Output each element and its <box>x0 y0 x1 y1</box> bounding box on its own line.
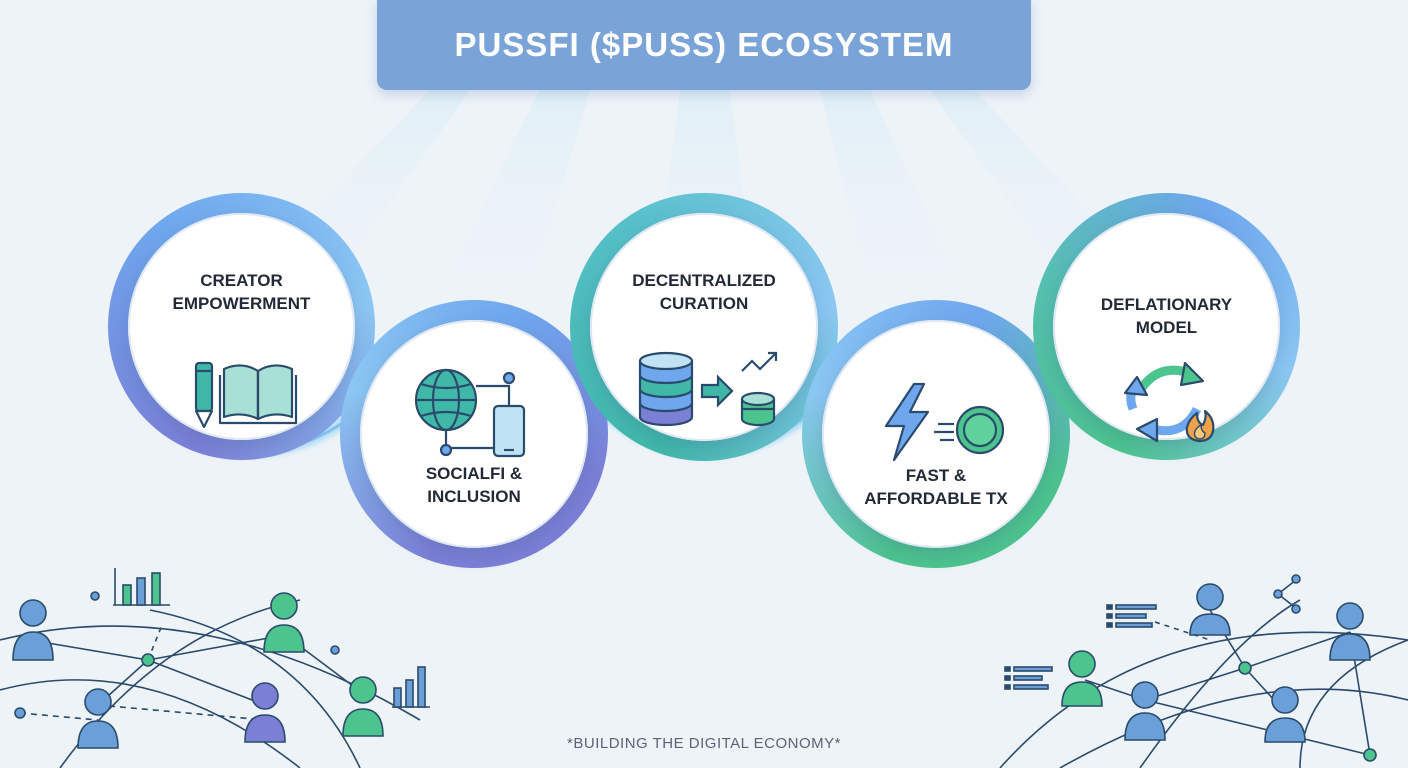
node-label: CREATOR EMPOWERMENT <box>172 271 311 313</box>
node-label: FAST & AFFORDABLE TX <box>864 466 1008 508</box>
node-disc: DECENTRALIZED CURATION <box>590 213 818 441</box>
node-disc: DEFLATIONARY MODEL <box>1053 213 1280 443</box>
globe-phone-network-icon <box>414 368 526 458</box>
footer-tagline: *BUILDING THE DIGITAL ECONOMY* <box>567 735 841 752</box>
node-decentralized-curation: DECENTRALIZED CURATION <box>570 193 838 461</box>
recycle-fire-icon <box>1123 361 1215 443</box>
left-network-nodes <box>12 568 430 749</box>
node-label: DECENTRALIZED CURATION <box>632 271 776 313</box>
node-fast-affordable-tx: FAST & AFFORDABLE TX <box>802 300 1070 568</box>
node-disc: CREATOR EMPOWERMENT <box>128 213 355 440</box>
node-deflationary-model: DEFLATIONARY MODEL <box>1033 193 1300 460</box>
node-socialfi-inclusion: SOCIALFI & INCLUSION <box>340 300 608 568</box>
node-disc: FAST & AFFORDABLE TX <box>822 320 1050 548</box>
node-label: DEFLATIONARY MODEL <box>1100 295 1233 337</box>
pencil-book-icon <box>194 361 298 429</box>
coins-arrow-growth-icon <box>638 351 778 427</box>
lightning-coin-icon <box>884 382 1005 462</box>
right-network-nodes <box>1004 574 1377 762</box>
page-title: PUSSFI ($PUSS) ECOSYSTEM <box>454 26 954 63</box>
node-disc: SOCIALFI & INCLUSION <box>360 320 588 548</box>
ecosystem-title-banner: PUSSFI ($PUSS) ECOSYSTEM <box>377 0 1031 90</box>
node-creator-empowerment: CREATOR EMPOWERMENT <box>108 193 375 460</box>
node-label: SOCIALFI & INCLUSION <box>425 464 523 506</box>
